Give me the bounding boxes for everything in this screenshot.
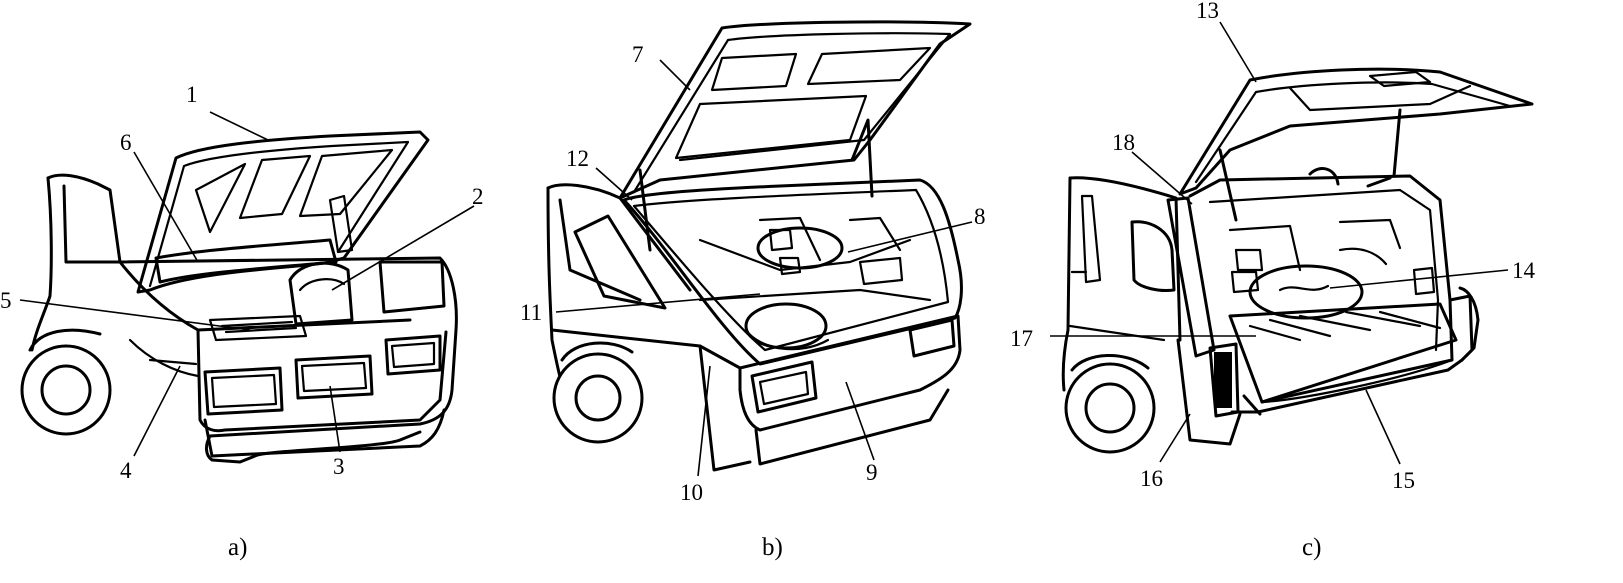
- callouts-panel-a: 1 2 3 4 5 6: [0, 82, 484, 483]
- callout-6: 6: [120, 130, 132, 155]
- panel-a-sedan-trunk: [20, 130, 458, 464]
- callout-4: 4: [120, 458, 132, 483]
- callout-10: 10: [680, 480, 703, 505]
- callout-11: 11: [520, 300, 542, 325]
- callout-5: 5: [0, 288, 12, 313]
- callout-13: 13: [1196, 0, 1219, 23]
- callout-2: 2: [472, 184, 484, 209]
- panel-c-estate: [1061, 67, 1534, 454]
- callout-15: 15: [1392, 468, 1415, 493]
- callout-8: 8: [974, 204, 986, 229]
- caption-b: b): [762, 534, 783, 561]
- caption-a: a): [228, 534, 247, 561]
- callout-3: 3: [333, 454, 345, 479]
- callout-14: 14: [1512, 258, 1536, 283]
- callout-1: 1: [186, 82, 198, 107]
- panel-captions: a) b) c): [228, 534, 1321, 561]
- caption-c: c): [1302, 534, 1321, 561]
- callouts-panel-c: 13 14 15 16 17 18: [1010, 0, 1536, 493]
- callout-16: 16: [1140, 466, 1163, 491]
- panel-b-hatchback: [546, 20, 972, 472]
- leader-lines: [19, 21, 1509, 477]
- callouts-panel-b: 7 8 9 10 11 12: [520, 42, 986, 505]
- callout-18: 18: [1112, 130, 1135, 155]
- callout-9: 9: [866, 460, 878, 485]
- callout-7: 7: [632, 42, 644, 67]
- callout-17: 17: [1010, 326, 1033, 351]
- callout-12: 12: [566, 146, 589, 171]
